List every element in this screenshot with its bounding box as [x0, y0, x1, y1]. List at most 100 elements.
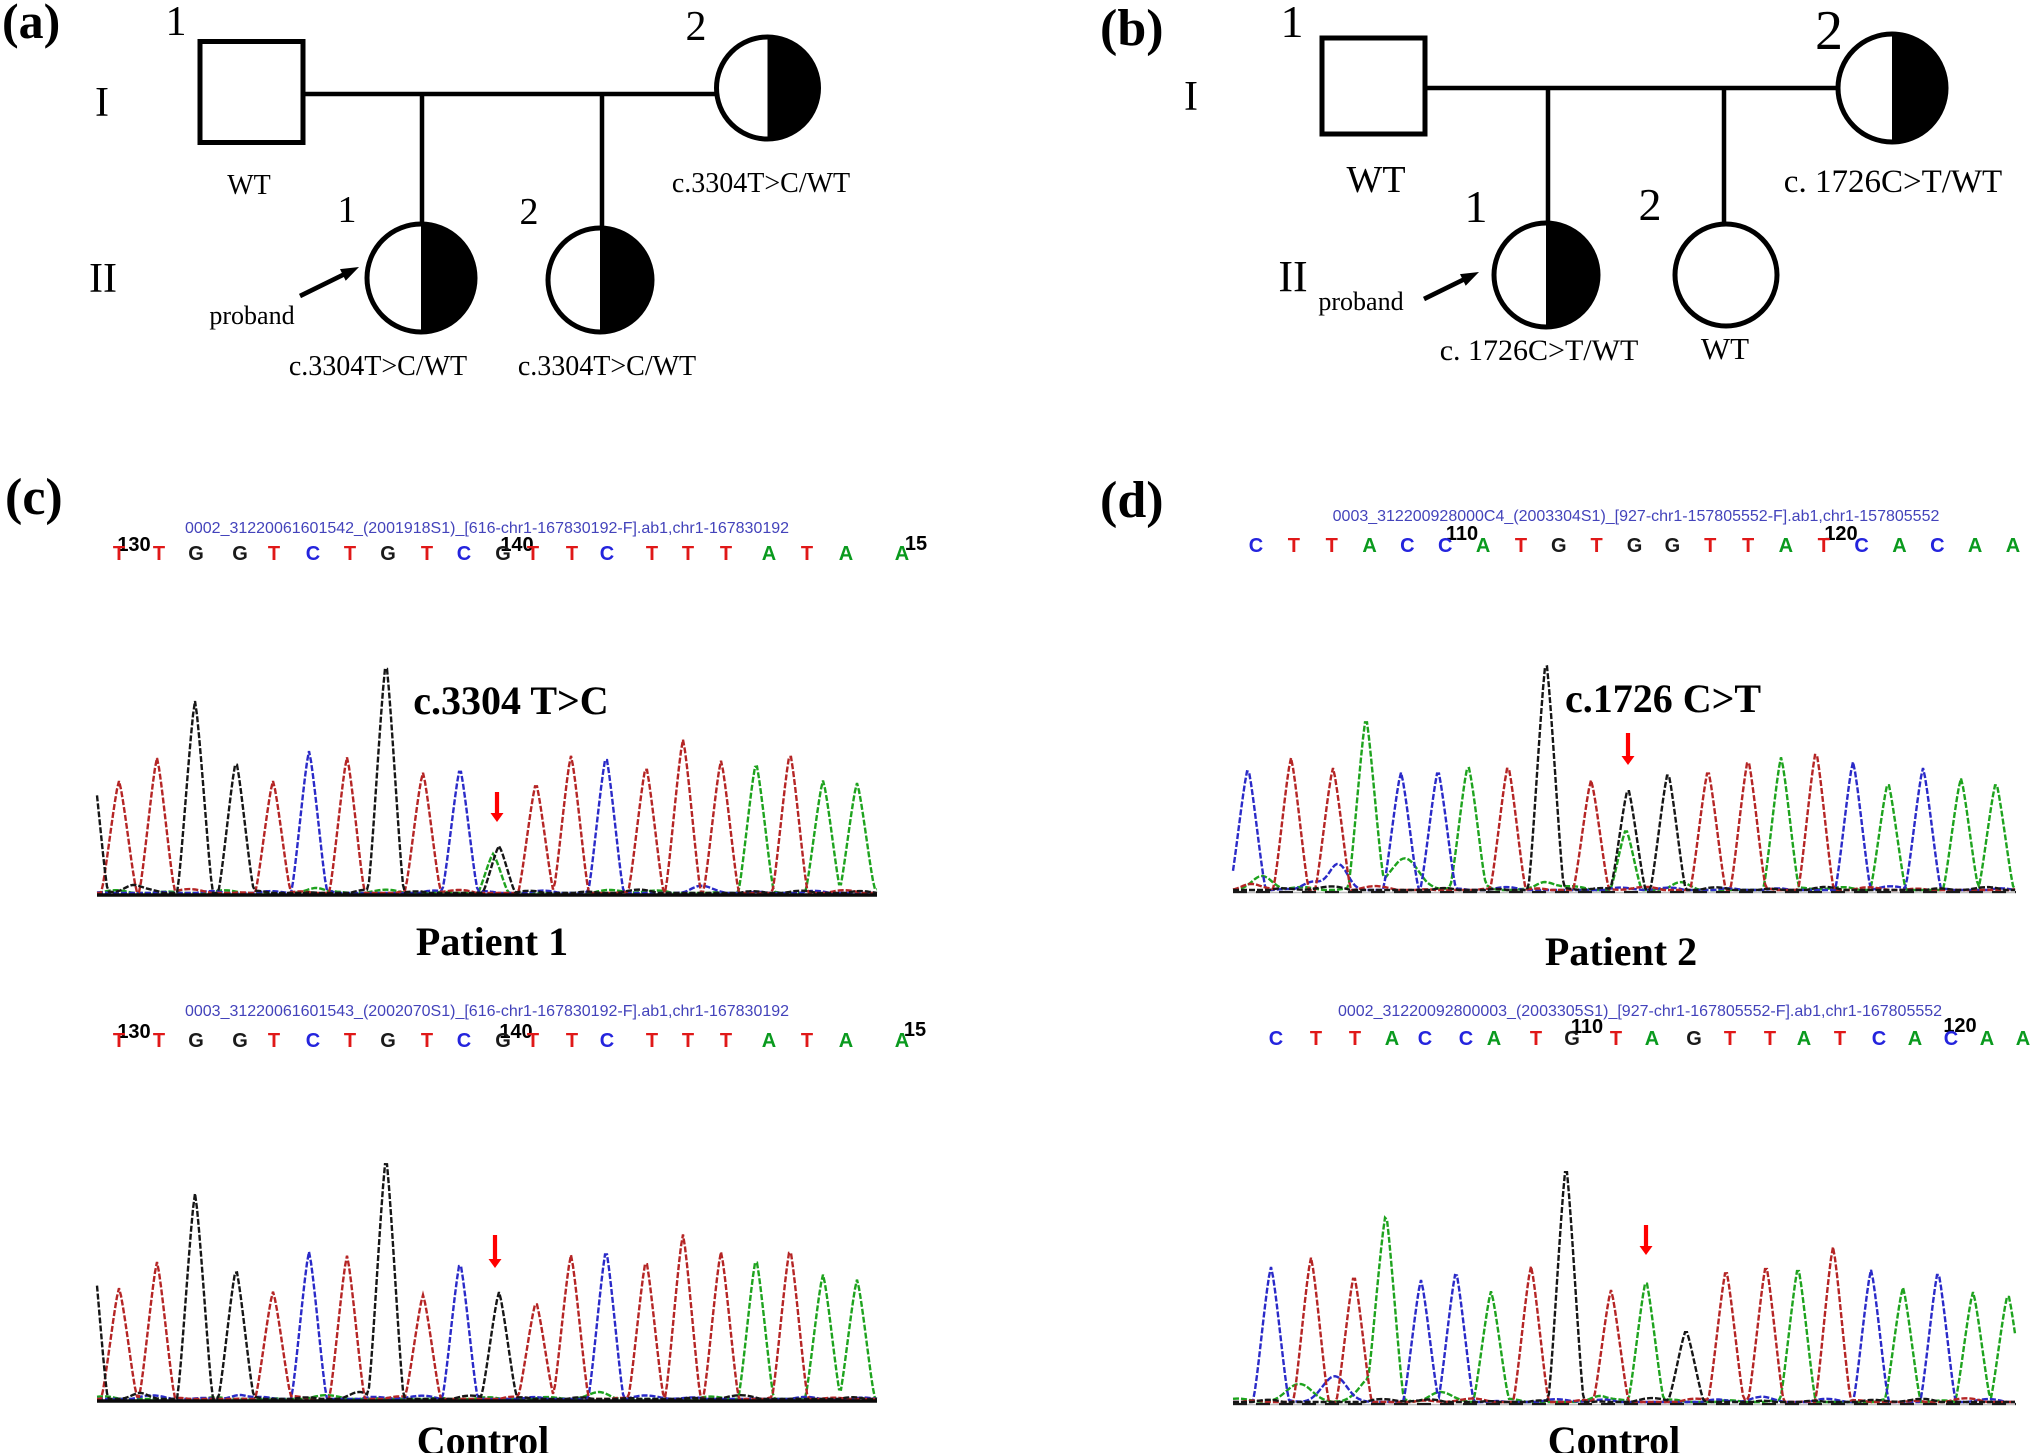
svg-text:C: C	[1872, 1028, 1886, 1050]
svg-text:T: T	[1515, 535, 1527, 557]
svg-text:A: A	[839, 543, 853, 565]
svg-text:G: G	[188, 1030, 204, 1052]
svg-text:T: T	[801, 1030, 813, 1052]
svg-text:140: 140	[499, 1021, 532, 1043]
svg-text:C: C	[306, 543, 320, 565]
svg-text:2: 2	[1639, 179, 1662, 230]
svg-text:T: T	[1591, 535, 1603, 557]
svg-text:A: A	[1779, 535, 1793, 557]
svg-text:G: G	[1551, 535, 1567, 557]
svg-text:T: T	[1530, 1028, 1542, 1050]
svg-text:A: A	[1968, 535, 1982, 557]
svg-text:T: T	[527, 543, 539, 565]
svg-text:T: T	[1326, 535, 1338, 557]
svg-text:C: C	[1418, 1028, 1432, 1050]
svg-text:T: T	[344, 1030, 356, 1052]
svg-text:A: A	[1980, 1028, 1994, 1050]
svg-text:I: I	[1184, 74, 1198, 120]
svg-text:A: A	[2006, 535, 2020, 557]
svg-text:G: G	[1627, 535, 1643, 557]
svg-text:130: 130	[117, 534, 150, 556]
svg-text:c. 1726C>T/WT: c. 1726C>T/WT	[1784, 164, 2002, 200]
svg-text:15: 15	[904, 1019, 926, 1041]
svg-text:Patient 1: Patient 1	[416, 919, 568, 964]
svg-text:T: T	[421, 1030, 433, 1052]
svg-text:A: A	[1645, 1028, 1659, 1050]
svg-text:Control: Control	[1548, 1418, 1681, 1453]
svg-text:II: II	[1278, 252, 1307, 301]
svg-text:1: 1	[166, 0, 187, 45]
svg-text:T: T	[1818, 535, 1830, 557]
svg-text:T: T	[1310, 1028, 1322, 1050]
svg-text:C: C	[457, 543, 471, 565]
svg-text:1: 1	[1465, 181, 1488, 232]
svg-text:G: G	[1686, 1028, 1702, 1050]
svg-text:130: 130	[117, 1021, 150, 1043]
svg-text:A: A	[762, 1030, 776, 1052]
svg-text:T: T	[1349, 1028, 1361, 1050]
svg-text:2: 2	[686, 4, 707, 50]
svg-text:A: A	[1487, 1028, 1501, 1050]
svg-text:T: T	[682, 543, 694, 565]
svg-text:C: C	[1249, 535, 1263, 557]
svg-text:C: C	[1459, 1028, 1473, 1050]
svg-text:c.3304T>C/WT: c.3304T>C/WT	[289, 351, 467, 382]
svg-text:c. 1726C>T/WT: c. 1726C>T/WT	[1440, 334, 1639, 367]
svg-text:T: T	[153, 543, 165, 565]
svg-text:C: C	[1930, 535, 1944, 557]
svg-text:I: I	[95, 80, 109, 126]
svg-text:WT: WT	[1346, 159, 1405, 201]
svg-text:T: T	[720, 1030, 732, 1052]
svg-text:T: T	[1764, 1028, 1776, 1050]
svg-text:1: 1	[1281, 0, 1304, 47]
svg-text:T: T	[1610, 1028, 1622, 1050]
svg-text:T: T	[421, 543, 433, 565]
svg-text:c.3304T>C/WT: c.3304T>C/WT	[518, 351, 696, 382]
svg-text:G: G	[495, 1030, 511, 1052]
svg-text:C: C	[306, 1030, 320, 1052]
svg-text:Control: Control	[417, 1418, 550, 1453]
svg-text:(b): (b)	[1100, 0, 1164, 57]
svg-text:C: C	[1400, 535, 1414, 557]
svg-text:A: A	[895, 543, 909, 565]
svg-text:T: T	[682, 1030, 694, 1052]
svg-text:G: G	[1564, 1028, 1580, 1050]
svg-text:C: C	[600, 543, 614, 565]
svg-text:T: T	[1704, 535, 1716, 557]
svg-text:C: C	[457, 1030, 471, 1052]
svg-text:A: A	[895, 1030, 909, 1052]
svg-text:A: A	[1476, 535, 1490, 557]
svg-text:T: T	[527, 1030, 539, 1052]
svg-text:proband: proband	[1318, 287, 1403, 316]
svg-text:T: T	[268, 543, 280, 565]
svg-text:1: 1	[338, 189, 357, 231]
svg-text:G: G	[380, 543, 396, 565]
svg-text:c.3304T>C/WT: c.3304T>C/WT	[672, 168, 850, 199]
svg-text:A: A	[762, 543, 776, 565]
svg-text:G: G	[1665, 535, 1681, 557]
svg-text:c.3304 T>C: c.3304 T>C	[413, 678, 608, 723]
svg-text:A: A	[839, 1030, 853, 1052]
svg-text:C: C	[1944, 1028, 1958, 1050]
svg-text:A: A	[1362, 535, 1376, 557]
svg-text:140: 140	[500, 534, 533, 556]
svg-text:0002_31220092800003_(2003305S1: 0002_31220092800003_(2003305S1)_[927-chr…	[1338, 1003, 1942, 1020]
svg-text:120: 120	[1824, 523, 1857, 545]
svg-text:2: 2	[1815, 0, 1843, 62]
svg-text:T: T	[566, 1030, 578, 1052]
svg-text:T: T	[1742, 535, 1754, 557]
svg-text:A: A	[2016, 1028, 2030, 1050]
svg-text:c.1726 C>T: c.1726 C>T	[1565, 676, 1761, 721]
svg-text:T: T	[801, 543, 813, 565]
svg-text:WT: WT	[227, 170, 271, 201]
svg-text:C: C	[600, 1030, 614, 1052]
svg-text:0002_31220061601542_(2001918S1: 0002_31220061601542_(2001918S1)_[616-chr…	[185, 520, 789, 537]
svg-text:T: T	[344, 543, 356, 565]
svg-text:T: T	[720, 543, 732, 565]
svg-text:(d): (d)	[1100, 472, 1164, 529]
svg-text:G: G	[232, 543, 248, 565]
svg-text:2: 2	[520, 191, 539, 233]
svg-text:II: II	[89, 256, 117, 302]
svg-text:T: T	[113, 1030, 125, 1052]
svg-text:T: T	[646, 1030, 658, 1052]
